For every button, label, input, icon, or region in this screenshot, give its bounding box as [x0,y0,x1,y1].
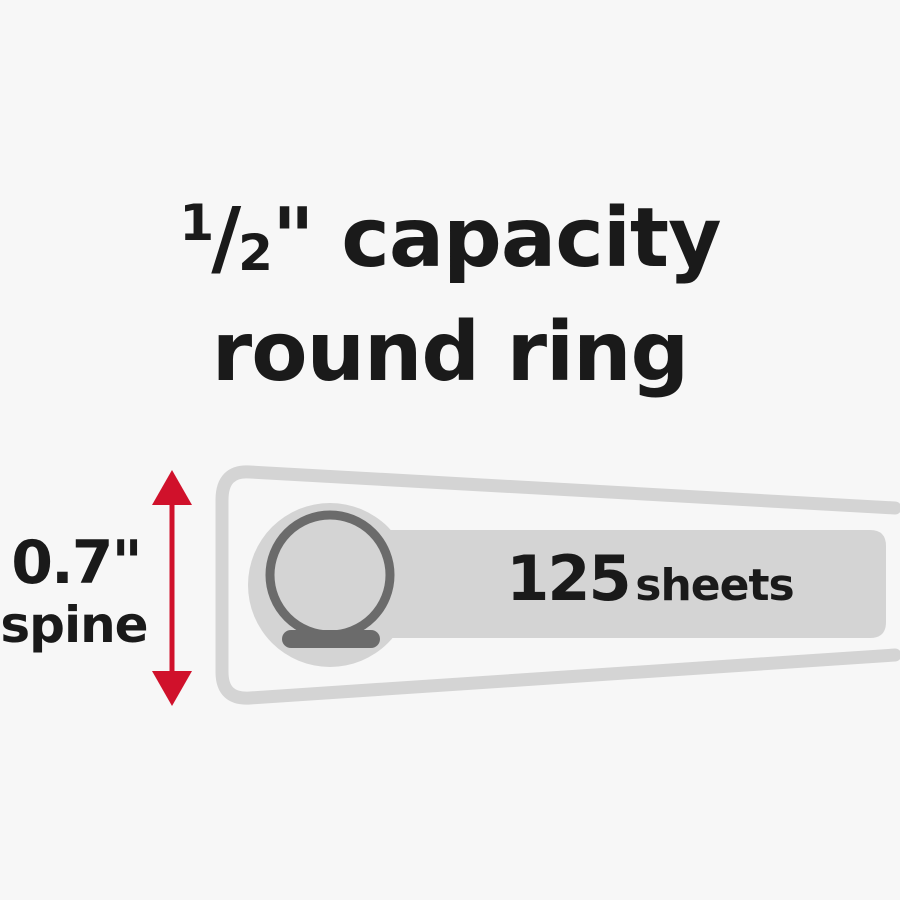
capacity-fraction: 1/2 [179,198,273,282]
sheets-unit: sheets [635,560,794,611]
sheet-band [330,530,886,638]
arrow-head-down [152,671,192,706]
spine-label: spine [0,596,148,654]
spine-measure: 0.7" [11,528,143,598]
fraction-slash: / [211,191,241,286]
sheets-capacity-label: 125 sheets [430,548,870,610]
headline-ring-type: round ring [211,305,689,400]
headline-capacity: 1/2" capacity [0,198,900,280]
round-ring-icon [265,510,395,648]
fraction-denominator: 2 [238,224,273,282]
fraction-numerator: 1 [179,194,214,252]
capacity-text: " capacity [271,191,722,286]
ring-housing [248,503,412,667]
double-arrow-icon [152,470,192,706]
sheets-count: 125 [506,542,631,615]
ring-base [282,630,380,648]
binder-outline [215,465,900,705]
arrow-head-up [152,470,192,505]
